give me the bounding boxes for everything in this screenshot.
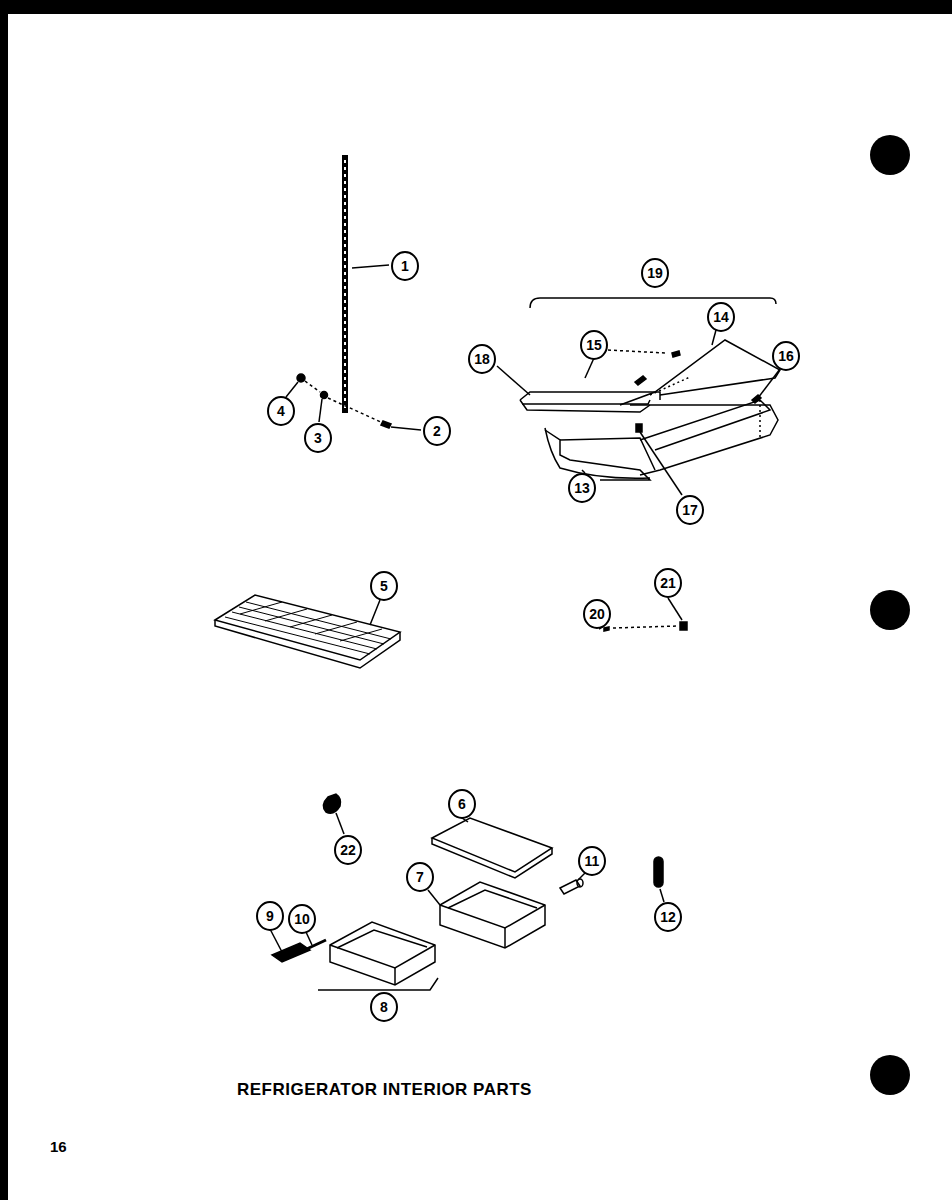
callout-number: 9: [266, 909, 274, 923]
callout-number: 19: [647, 266, 663, 280]
callout-number: 16: [778, 349, 794, 363]
callout-number: 10: [294, 912, 310, 926]
page-number: 16: [50, 1138, 67, 1155]
callout-number: 15: [586, 338, 602, 352]
callout-circle: 13: [568, 473, 596, 503]
callout-number: 2: [433, 424, 441, 438]
callout-number: 3: [314, 431, 322, 445]
callout-number: 20: [589, 607, 605, 621]
callout-number: 21: [660, 576, 676, 590]
callout-circle: 15: [580, 330, 608, 360]
callout-number: 18: [474, 352, 490, 366]
callout-circle: 20: [583, 599, 611, 629]
callout-circle: 17: [676, 495, 704, 525]
callout-circle: 7: [406, 862, 434, 892]
callout-circle: 19: [641, 258, 669, 288]
callout-number: 12: [660, 910, 676, 924]
callout-circle: 9: [256, 901, 284, 931]
callout-number: 14: [713, 310, 729, 324]
callout-number: 17: [682, 503, 698, 517]
callout-circle: 14: [707, 302, 735, 332]
callout-circle: 10: [288, 904, 316, 934]
callout-circle: 3: [304, 423, 332, 453]
callout-circle: 11: [578, 846, 606, 876]
callout-circle: 2: [423, 416, 451, 446]
callout-circle: 5: [370, 571, 398, 601]
callout-number: 22: [340, 843, 356, 857]
callout-circle: 22: [334, 835, 362, 865]
callout-circle: 8: [370, 992, 398, 1022]
callout-number: 8: [380, 1000, 388, 1014]
callout-number: 7: [416, 870, 424, 884]
callout-number: 1: [401, 259, 409, 273]
callout-number: 5: [380, 579, 388, 593]
callout-circle: 6: [448, 789, 476, 819]
callout-circle: 21: [654, 568, 682, 598]
callout-number: 4: [277, 404, 285, 418]
callout-circle: 16: [772, 341, 800, 371]
callout-circle: 18: [468, 344, 496, 374]
callout-circle: 4: [267, 396, 295, 426]
callout-number: 11: [585, 854, 600, 868]
callout-circle: 1: [391, 251, 419, 281]
callout-number: 13: [574, 481, 590, 495]
callout-circle: 12: [654, 902, 682, 932]
callout-number: 6: [458, 797, 466, 811]
caption: REFRIGERATOR INTERIOR PARTS: [237, 1080, 532, 1100]
